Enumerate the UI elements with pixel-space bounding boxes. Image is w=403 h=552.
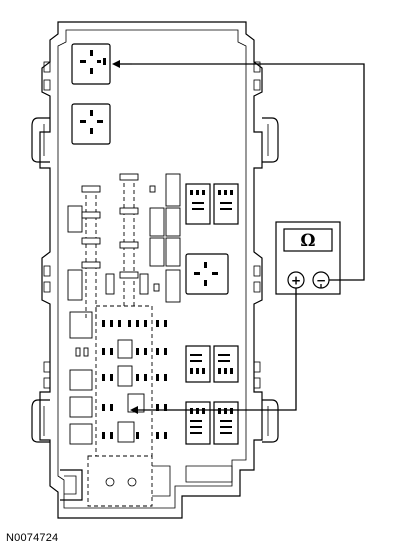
lower-dashed-module [87,305,153,507]
mini-fuse-ladder [81,173,149,320]
relay-right-middle [185,253,229,295]
relay-upper [71,43,111,85]
ohmmeter: Ω + − [275,221,341,295]
left-mounting-tab-lower [31,399,50,443]
small-fuse-pairs [156,320,167,439]
right-fuse-group-upper [185,183,239,225]
left-mounting-tab-upper [31,117,50,163]
positive-terminal-symbol: + [291,274,301,288]
right-mounting-tab-lower [262,399,279,443]
fuse-box-housing [39,21,263,519]
right-fuse-group-lower [185,345,239,445]
meter-ohm-symbol: Ω [300,231,315,251]
bottom-connector [60,465,233,501]
side-clips [43,61,261,389]
right-mounting-tab-upper [262,117,279,163]
figure-reference-id: N0074724 [6,532,59,544]
left-fuse-column [67,205,93,445]
negative-terminal-symbol: − [316,274,326,288]
middle-fuse-block [149,173,181,303]
meter-body [275,221,341,295]
positive-test-lead [130,288,297,414]
relay-second [71,103,111,145]
negative-test-lead [112,60,365,288]
meter-display [283,228,333,252]
